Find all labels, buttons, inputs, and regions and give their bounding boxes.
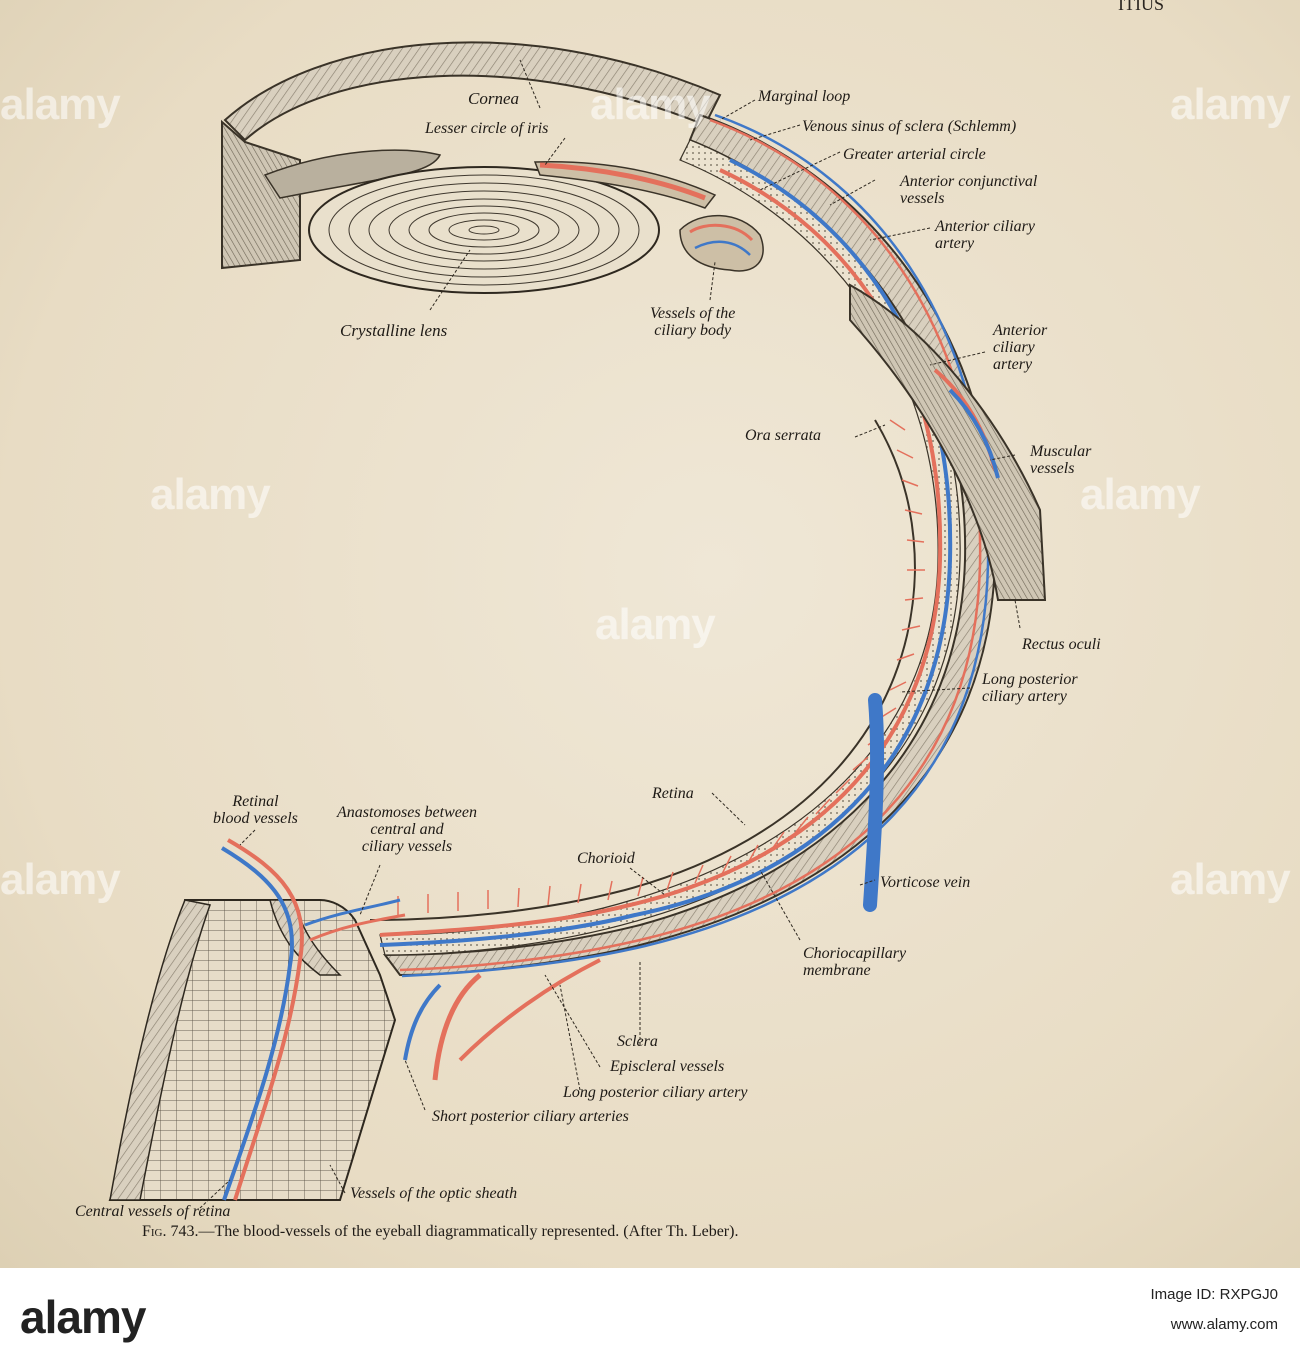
label-long-posterior-2: Long posterior ciliary artery	[563, 1084, 748, 1101]
vein-long	[379, 158, 953, 947]
label-choriocapillary: Choriocapillary membrane	[803, 945, 907, 979]
cornea-shape	[223, 41, 722, 142]
vein-outer	[401, 113, 990, 978]
label-short-posterior: Short posterior ciliary arteries	[432, 1108, 629, 1125]
label-crystalline-lens: Crystalline lens	[340, 321, 448, 340]
lesser-circle-vessels	[539, 162, 706, 201]
central-retinal-vein	[220, 846, 294, 1201]
watermark: alamy	[150, 470, 271, 519]
page-header-fragment: ITIUS	[1118, 0, 1164, 14]
lens-rings	[328, 174, 640, 286]
label-retinal-blood-vessels: Retinal blood vessels	[213, 793, 298, 827]
image-id: Image ID: RXPGJ0	[1150, 1286, 1278, 1303]
label-retina: Retina	[652, 785, 694, 802]
label-greater-arterial: Greater arterial circle	[843, 146, 986, 163]
stock-footer: alamy Image ID: RXPGJ0 www.alamy.com	[0, 1268, 1300, 1359]
optic-sheath-outer	[109, 899, 211, 1201]
muscular-vessel-vein	[948, 388, 1000, 479]
label-sclera: Sclera	[617, 1033, 658, 1050]
label-optic-sheath: Vessels of the optic sheath	[350, 1185, 518, 1202]
watermark: alamy	[0, 80, 121, 129]
label-anastomoses: Anastomoses between central and ciliary …	[337, 804, 477, 855]
watermark: alamy	[595, 600, 716, 649]
alamy-logo[interactable]: alamy	[20, 1291, 146, 1343]
central-retinal-artery	[227, 838, 304, 1201]
watermark: alamy	[0, 855, 121, 904]
iris-right-shape	[533, 161, 717, 209]
leader-lines	[199, 59, 1021, 1209]
label-anterior-conjunctival: Anterior conjunctival vessels	[900, 173, 1038, 207]
label-vorticose-vein: Vorticose vein	[880, 874, 971, 891]
label-rectus-oculi: Rectus oculi	[1022, 636, 1101, 653]
label-chorioid: Chorioid	[577, 850, 635, 867]
watermark: alamy	[590, 80, 711, 129]
label-muscular-vessels: Muscular vessels	[1030, 443, 1092, 477]
label-anterior-ciliary-2: Anterior ciliary artery	[993, 322, 1048, 373]
label-venous-sinus: Venous sinus of sclera (Schlemm)	[802, 118, 1017, 135]
figure-number: Fig. 743.	[142, 1223, 199, 1240]
label-episcleral: Episcleral vessels	[610, 1058, 725, 1075]
vorticose-vein	[863, 693, 885, 912]
label-anterior-ciliary-1: Anterior ciliary artery	[935, 218, 1035, 252]
label-central-vessels: Central vessels of retina	[75, 1203, 231, 1220]
iris-shape	[263, 149, 442, 199]
label-cornea: Cornea	[468, 89, 519, 108]
watermark: alamy	[1170, 855, 1291, 904]
eyeball-diagram	[108, 41, 1047, 1209]
label-lesser-circle: Lesser circle of iris	[425, 120, 549, 137]
ciliary-body-shape	[679, 214, 764, 272]
caption-text: —The blood-vessels of the eyeball diagra…	[198, 1223, 739, 1240]
label-vessels-ciliary-body: Vessels of the ciliary body	[650, 305, 736, 339]
crystalline-lens-shape	[308, 166, 660, 294]
stock-url[interactable]: www.alamy.com	[1170, 1316, 1278, 1333]
retina-line	[369, 419, 917, 921]
anterior-chamber-block	[221, 119, 301, 270]
label-long-posterior-1: Long posterior ciliary artery	[982, 671, 1078, 705]
label-ora-serrata: Ora serrata	[745, 427, 822, 444]
artery-outer	[399, 118, 982, 972]
label-marginal-loop: Marginal loop	[758, 88, 851, 105]
short-posterior-ciliary	[432, 973, 482, 1081]
figure-caption: Fig. 743.—The blood-vessels of the eyeba…	[142, 1223, 738, 1241]
rectus-oculi-shape	[849, 283, 1047, 601]
watermark: alamy	[1170, 80, 1291, 129]
watermark: alamy	[1080, 470, 1201, 519]
